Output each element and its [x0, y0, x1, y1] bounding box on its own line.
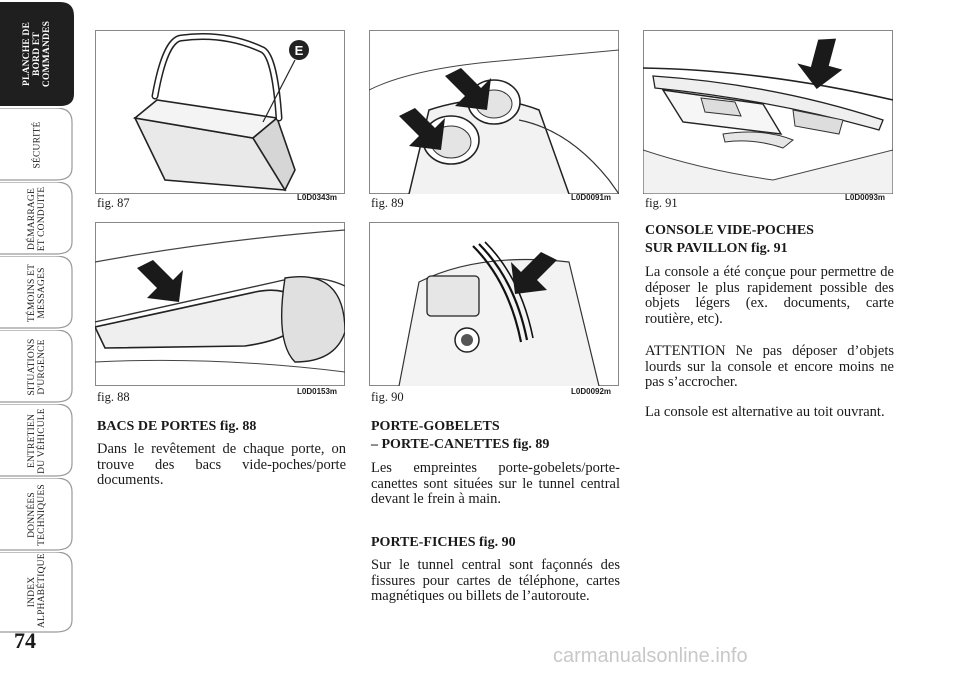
heading-console-vide-poches: CONSOLE VIDE-POCHES [645, 223, 814, 238]
tab-entretien[interactable]: ENTRETIEN DU VÉHICULE [0, 404, 78, 478]
tab-demarrage[interactable]: DÉMARRAGE ET CONDUITE [0, 182, 78, 256]
figure-90-card-holder [369, 222, 619, 386]
heading-bacs-de-portes: BACS DE PORTES fig. 88 [97, 419, 257, 434]
figure-88-door-pocket [95, 222, 345, 386]
code-fig-91: L0D0093m [845, 193, 886, 202]
arrow-icon [399, 108, 445, 150]
code-fig-87: L0D0343m [297, 193, 338, 202]
code-fig-89: L0D0091m [571, 193, 612, 202]
caption-fig-89: fig. 89 [371, 196, 404, 210]
chapter-tabs: PLANCHE DE BORD ET COMMANDES SÉCURITÉ DÉ… [0, 0, 80, 640]
text-console-1: La console a été conçue pour permettre d… [645, 264, 894, 327]
code-fig-88: L0D0153m [297, 387, 338, 396]
tab-label: SÉCURITÉ [32, 121, 42, 169]
heading-porte-canettes: – PORTE-CANETTES fig. 89 [371, 437, 550, 452]
figure-87-bag: E [95, 30, 345, 194]
arrow-icon [797, 38, 843, 90]
tab-temoins[interactable]: TÉMOINS ET MESSAGES [0, 256, 78, 330]
caption-fig-87: fig. 87 [97, 196, 130, 210]
page-number: 74 [14, 628, 36, 653]
tab-label: ENTRETIEN DU VÉHICULE [27, 408, 47, 474]
tab-label: SITUATIONS D'URGENCE [27, 338, 47, 396]
caption-fig-88: fig. 88 [97, 390, 130, 404]
figure-89-cup-holders [369, 30, 619, 194]
tab-label: PLANCHE DE BORD ET COMMANDES [22, 20, 52, 88]
tab-label: DÉMARRAGE ET CONDUITE [27, 186, 47, 252]
tab-label: DONNÉES TECHNIQUES [27, 484, 47, 546]
callout-e: E [295, 43, 304, 58]
text-console-2: ATTENTION Ne pas déposer d’objets lourds… [645, 343, 894, 390]
watermark: carmanualsonline.info [553, 645, 748, 667]
text-porte-fiches: Sur le tunnel central sont façonnés des … [371, 557, 620, 604]
figure-91-roof-console [643, 30, 893, 194]
caption-fig-91: fig. 91 [645, 196, 678, 210]
tab-label: TÉMOINS ET MESSAGES [27, 263, 47, 323]
arrow-icon [445, 68, 491, 110]
heading-sur-pavillon: SUR PAVILLON fig. 91 [645, 241, 788, 256]
text-porte-gobelets: Les empreintes porte-gobelets/porte-cane… [371, 460, 620, 507]
arrow-icon [511, 252, 557, 294]
heading-porte-fiches: PORTE-FICHES fig. 90 [371, 535, 516, 550]
tab-label: INDEX ALPHABÉTIQUE [27, 553, 47, 628]
tab-planche-de-bord[interactable]: PLANCHE DE BORD ET COMMANDES [0, 2, 78, 106]
tab-donnees[interactable]: DONNÉES TECHNIQUES [0, 478, 78, 552]
text-console-3: La console est alternative au toit ouvra… [645, 404, 885, 420]
tab-index[interactable]: INDEX ALPHABÉTIQUE [0, 552, 78, 633]
text-bacs-de-portes: Dans le revêtement de chaque porte, on t… [97, 441, 346, 488]
heading-porte-gobelets: PORTE-GOBELETS [371, 419, 500, 434]
tab-securite[interactable]: SÉCURITÉ [0, 108, 78, 182]
code-fig-90: L0D0092m [571, 387, 612, 396]
caption-fig-90: fig. 90 [371, 390, 404, 404]
tab-situations[interactable]: SITUATIONS D'URGENCE [0, 330, 78, 404]
arrow-icon [137, 260, 183, 302]
